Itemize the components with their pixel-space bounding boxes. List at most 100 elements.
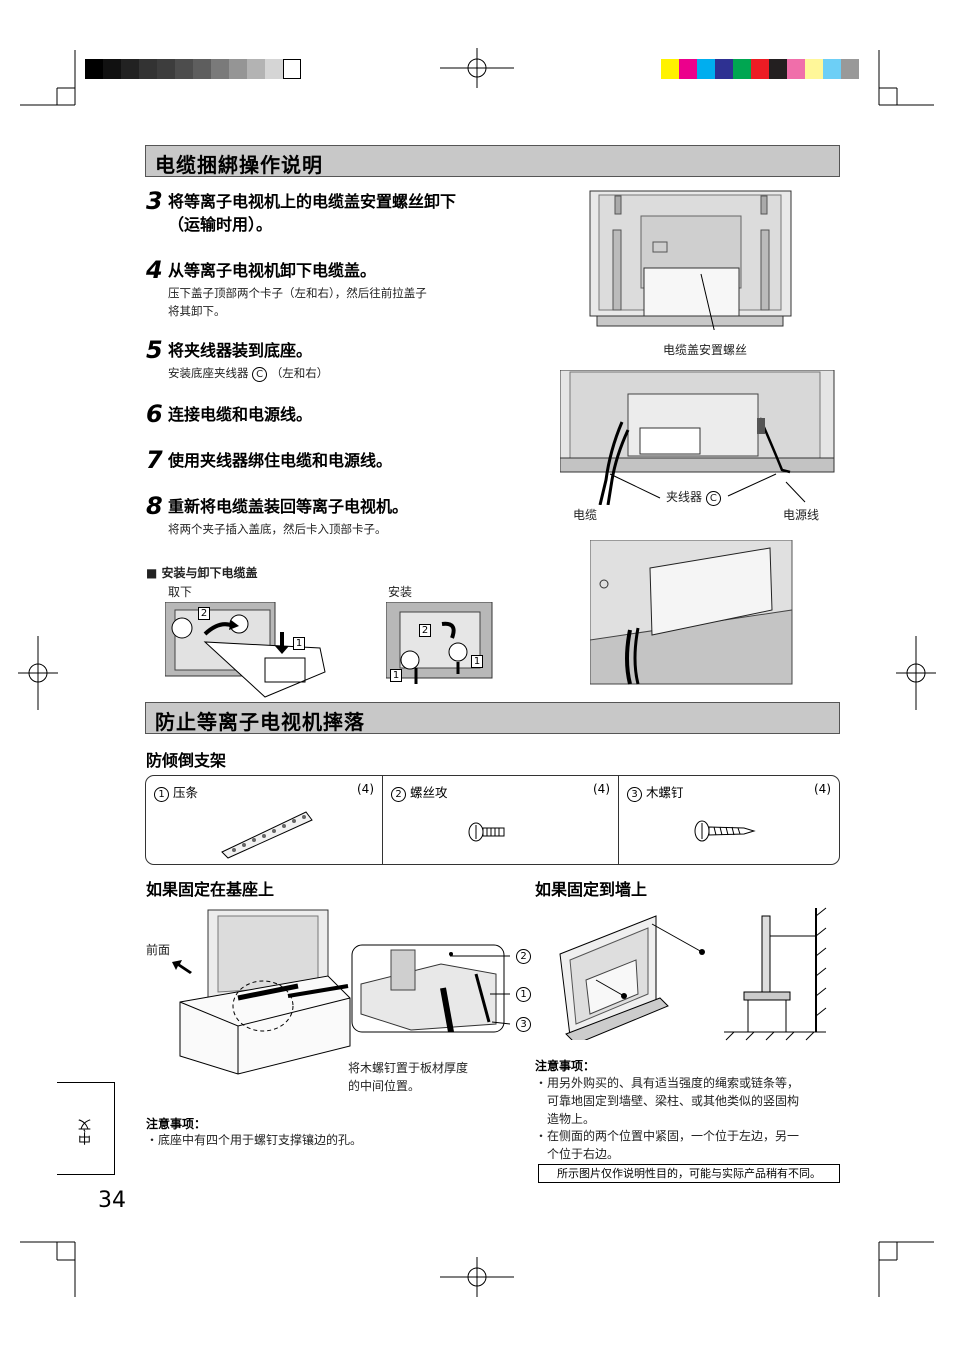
- wall-note-2: ・在侧面的两个位置中紧固，一个位于左边，另一: [535, 1129, 800, 1143]
- part-tapping-screw: 2 螺丝攻 (4): [383, 776, 619, 864]
- desc-text-suffix: （左和右）: [270, 366, 329, 380]
- grey-swatch-8: [229, 59, 247, 79]
- color-swatch-10: [841, 59, 859, 79]
- base-note-title: 注意事项：: [146, 1117, 207, 1131]
- grey-swatch-9: [247, 59, 265, 79]
- section-title: 防止等离子电视机摔落: [155, 710, 365, 734]
- grey-swatch-11: [283, 59, 301, 79]
- part-name: 螺丝攻: [409, 785, 448, 800]
- callout-2: 2: [516, 949, 531, 964]
- grey-swatch-5: [175, 59, 193, 79]
- grey-swatch-7: [211, 59, 229, 79]
- tv-rear-cover-screw-figure: [589, 190, 792, 330]
- step-number: 6: [146, 400, 163, 428]
- base-fix-detail: [351, 944, 505, 1033]
- step-title: 将等离子电视机上的电缆盖安置螺丝卸下: [168, 192, 457, 211]
- grey-swatch-6: [193, 59, 211, 79]
- step-box-1-install-right: 1: [471, 655, 483, 668]
- grey-swatch-3: [139, 59, 157, 79]
- wall-note-1-line3: 造物上。: [547, 1112, 596, 1126]
- step-number: 3: [146, 187, 163, 215]
- disclaimer-box: 所示图片仅作说明性目的，可能与实际产品稍有不同。: [538, 1164, 840, 1183]
- grey-swatch-10: [265, 59, 283, 79]
- wall-fix-side-illustration: [724, 907, 827, 1041]
- grey-swatch-1: [103, 59, 121, 79]
- front-arrow-icon: [172, 960, 192, 974]
- remove-label: 取下: [168, 585, 193, 599]
- language-label: 中文: [79, 1119, 94, 1145]
- part-name: 压条: [172, 785, 198, 800]
- callout-3: 3: [516, 1017, 531, 1032]
- part-number: 1: [154, 787, 169, 802]
- step-title: 连接电缆和电源线。: [168, 405, 313, 424]
- cover-installed-figure: [590, 540, 793, 685]
- wood-screw-icon: [694, 820, 756, 842]
- front-label: 前面: [146, 943, 171, 957]
- part-pressure-strip: 1 压条 (4): [146, 776, 383, 864]
- cover-install-illustration: [386, 602, 493, 684]
- step-number: 4: [146, 256, 163, 284]
- cover-screw-label: 电缆盖安置螺丝: [663, 343, 748, 357]
- step-description: 将两个夹子插入盖底，然后卡入顶部卡子。: [168, 522, 387, 536]
- wall-note-1: ・用另外购买的、具有适当强度的绳索或链条等，: [535, 1076, 800, 1090]
- install-label: 安装: [388, 585, 413, 599]
- step-description: 安装底座夹线器 C （左和右）: [168, 364, 328, 382]
- color-swatch-3: [715, 59, 733, 79]
- step-box-2-remove: 2: [198, 607, 210, 620]
- step-number: 7: [146, 446, 163, 474]
- color-swatch-6: [769, 59, 787, 79]
- wood-screw-note-line2: 的中间位置。: [348, 1079, 421, 1093]
- step-number: 5: [146, 336, 163, 364]
- section-header-anti-fall: 防止等离子电视机摔落: [145, 702, 840, 734]
- wall-note-2-line2: 个位于右边。: [547, 1147, 620, 1161]
- callout-lines: [450, 955, 511, 1025]
- tapping-screw-icon: [468, 822, 505, 842]
- part-qty: (4): [593, 782, 610, 796]
- clamp-c-marker: C: [252, 367, 268, 382]
- color-swatch-2: [697, 59, 715, 79]
- base-fix-heading: 如果固定在基座上: [146, 880, 275, 899]
- color-swatch-1: [679, 59, 697, 79]
- step-box-2-install: 2: [419, 624, 431, 637]
- section-title: 电缆捆綁操作说明: [155, 153, 323, 177]
- clamp-text: 夹线器: [666, 490, 703, 504]
- callout-1: 1: [516, 987, 531, 1002]
- cable-clamp-figure: [560, 370, 835, 505]
- grey-swatch-0: [85, 59, 103, 79]
- wall-note-1-line2: 可靠地固定到墙壁、梁柱、或其他类似的竖固构: [547, 1094, 800, 1108]
- anti-tip-heading: 防倾倒支架: [146, 751, 227, 770]
- pressure-strip-icon: [221, 811, 313, 859]
- wall-note-title: 注意事项：: [535, 1059, 596, 1073]
- step-box-1-remove: 1: [293, 637, 305, 650]
- wall-fix-front-illustration: [559, 915, 705, 1040]
- cmyk-color-bar: [661, 59, 859, 79]
- color-swatch-7: [787, 59, 805, 79]
- grey-color-bar: [85, 59, 301, 79]
- step-box-1-install-left: 1: [390, 669, 402, 682]
- part-qty: (4): [814, 782, 831, 796]
- cable-label: 电缆: [573, 508, 598, 522]
- step-number: 8: [146, 492, 163, 520]
- part-wood-screw: 3 木螺钉 (4): [619, 776, 839, 864]
- language-tab: 中文: [57, 1082, 115, 1175]
- part-name: 木螺钉: [645, 785, 684, 800]
- page-number: 34: [98, 1188, 126, 1213]
- part-number: 2: [391, 787, 406, 802]
- step-description-line2: 将其卸下。: [168, 304, 226, 318]
- base-fix-illustration: [179, 909, 351, 1075]
- cover-install-heading: ■ 安装与卸下电缆盖: [146, 566, 258, 580]
- part-qty: (4): [357, 782, 374, 796]
- power-cord-label: 电源线: [783, 508, 820, 522]
- color-swatch-4: [733, 59, 751, 79]
- part-number: 3: [627, 787, 642, 802]
- base-note-1: ・底座中有四个用于螺钉支撑镶边的孔。: [146, 1133, 363, 1147]
- parts-panel: 1 压条 (4) 2 螺丝攻 (4) 3 木螺钉 (4): [145, 775, 840, 865]
- grey-swatch-4: [157, 59, 175, 79]
- grey-swatch-2: [121, 59, 139, 79]
- section-header-cable-binding: 电缆捆綁操作说明: [145, 145, 840, 177]
- wood-screw-note: 将木螺钉置于板材厚度: [348, 1061, 469, 1075]
- wall-fix-heading: 如果固定到墙上: [535, 880, 648, 899]
- step-title: 重新将电缆盖装回等离子电视机。: [168, 497, 409, 516]
- cover-remove-illustration: [165, 602, 326, 698]
